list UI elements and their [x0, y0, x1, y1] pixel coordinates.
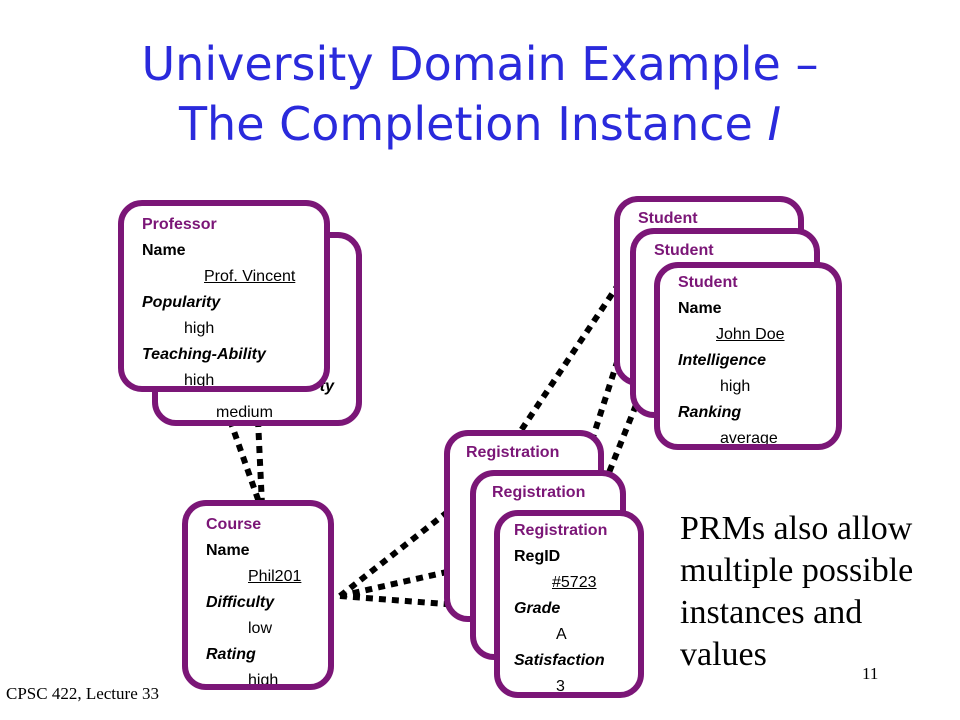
footer-course: CPSC 422, Lecture 33 — [6, 684, 159, 703]
course-difficulty-label: Difficulty — [206, 594, 275, 611]
professor-header: Professor — [142, 216, 217, 233]
professor-name-value: Prof. Vincent — [204, 268, 296, 285]
connector-registration-student-1 — [497, 283, 621, 464]
registration-id-label: RegID — [514, 548, 561, 565]
connector-course-registration-1 — [338, 507, 452, 599]
connector-professor-course — [255, 419, 265, 506]
course-name-label: Name — [206, 542, 250, 559]
course-rating-value: high — [248, 672, 279, 689]
prm-note: PRMs also allow multiple possible instan… — [680, 510, 914, 673]
slide-title: University Domain Example – The Completi… — [0, 34, 960, 154]
student-card: Student Name John Doe Intelligence high … — [654, 262, 842, 450]
student-ranking-value: average — [720, 430, 778, 447]
student-name-label: Name — [678, 300, 722, 317]
title-line-2: The Completion Instance I — [0, 94, 960, 154]
student-back-1-header: Student — [638, 210, 698, 227]
student-back-2-header: Student — [654, 242, 714, 259]
student-name-value: John Doe — [716, 326, 785, 343]
page-number: 11 — [862, 664, 879, 683]
course-rating-label: Rating — [206, 646, 256, 663]
connector-professor-back-course — [227, 419, 263, 506]
course-header: Course — [206, 516, 262, 533]
professor-teaching-label: Teaching-Ability — [142, 346, 266, 363]
registration-id-value: #5723 — [552, 574, 597, 591]
title-line-2-text: The Completion Instance — [178, 97, 768, 151]
registration-header: Registration — [514, 522, 608, 539]
student-intelligence-value: high — [720, 378, 751, 395]
title-line-2-italic: I — [767, 97, 782, 151]
professor-teaching-value: high — [184, 372, 215, 389]
professor-popularity-value: high — [184, 320, 215, 337]
course-difficulty-value: low — [248, 620, 273, 637]
professor-card: Professor Name Prof. Vincent Popularity … — [118, 200, 330, 392]
course-name-value: Phil201 — [248, 568, 302, 585]
registration-satisfaction-value: 3 — [556, 678, 565, 695]
registration-card: Registration RegID #5723 Grade A Satisfa… — [494, 510, 644, 698]
registration-satisfaction-label: Satisfaction — [514, 652, 605, 669]
student-intelligence-label: Intelligence — [678, 352, 767, 369]
student-ranking-label: Ranking — [678, 404, 742, 421]
registration-back-2-header: Registration — [492, 484, 586, 501]
professor-popularity-label: Popularity — [142, 294, 221, 311]
course-card: Course Name Phil201 Difficulty low Ratin… — [182, 500, 334, 690]
registration-back-1-header: Registration — [466, 444, 560, 461]
registration-grade-label: Grade — [514, 600, 561, 617]
title-line-1: University Domain Example – — [141, 37, 819, 91]
professor-name-label: Name — [142, 242, 186, 259]
professor-back-fragment-2: medium — [216, 404, 273, 421]
registration-grade-value: A — [556, 626, 567, 643]
student-header: Student — [678, 274, 738, 291]
